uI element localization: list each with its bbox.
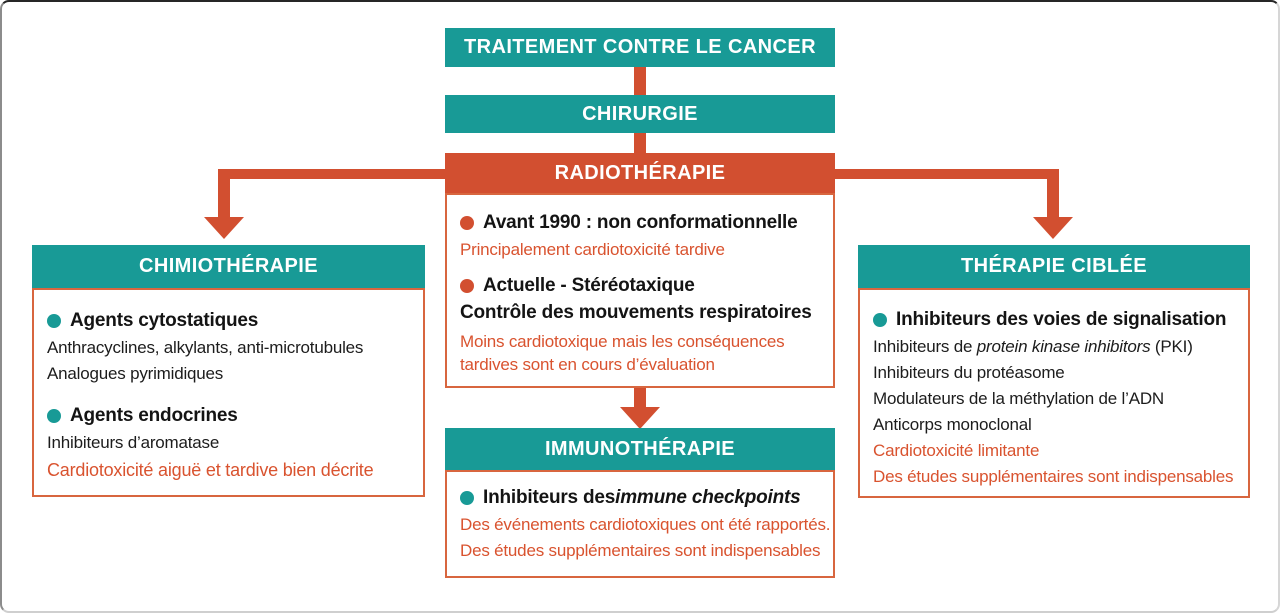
targeted-item: Inhibiteurs des voies de signalisation bbox=[873, 305, 1237, 334]
radiotherapy-item-2-subtitle: Contrôle des mouvements respiratoires bbox=[460, 302, 812, 323]
radiotherapy-item-2-note-line2: tardives sont en cours d’évaluation bbox=[460, 355, 715, 374]
targeted-therapy-header: THÉRAPIE CIBLÉE bbox=[858, 245, 1250, 288]
chemotherapy-note: Cardiotoxicité aiguë et tardive bien déc… bbox=[47, 460, 374, 480]
chemotherapy-item-1-line1: Anthracyclines, alkylants, anti-microtub… bbox=[47, 338, 364, 357]
chemotherapy-header: CHIMIOTHÉRAPIE bbox=[32, 245, 425, 288]
arrow-stem-right bbox=[1047, 169, 1059, 218]
targeted-line-3: Modulateurs de la méthylation de l’ADN bbox=[873, 389, 1164, 408]
immunotherapy-header: IMMUNOTHÉRAPIE bbox=[445, 428, 835, 470]
bullet-dot-icon bbox=[460, 490, 474, 505]
surgery-banner: CHIRURGIE bbox=[445, 95, 835, 133]
radiotherapy-item-2-title: Actuelle - Stéréotaxique bbox=[483, 275, 695, 296]
connector-top-surgery bbox=[634, 67, 646, 97]
targeted-note-1: Cardiotoxicité limitante bbox=[873, 441, 1040, 460]
bullet-dot-icon bbox=[460, 278, 474, 293]
radiotherapy-banner: RADIOTHÉRAPIE bbox=[445, 153, 835, 193]
immunotherapy-item-title-pre: Inhibiteurs des bbox=[483, 487, 616, 508]
targeted-line-1-post: (PKI) bbox=[1150, 337, 1193, 356]
chemotherapy-item-1-line2: Analogues pyrimidiques bbox=[47, 364, 224, 383]
bullet-dot-icon bbox=[47, 313, 61, 328]
arrow-line-right bbox=[835, 169, 1058, 179]
radiotherapy-item-1-title: Avant 1990 : non conformationnelle bbox=[483, 212, 798, 233]
chemotherapy-item-2: Agents endocrines bbox=[47, 401, 412, 430]
targeted-item-title: Inhibiteurs des voies de signalisation bbox=[896, 309, 1227, 330]
immunotherapy-note-2: Des études supplémentaires sont indispen… bbox=[460, 541, 821, 560]
radiotherapy-item-1-note: Principalement cardiotoxicité tardive bbox=[460, 240, 725, 259]
arrow-stem-left bbox=[218, 169, 230, 218]
targeted-line-1: Inhibiteurs de protein kinase inhibitors… bbox=[873, 334, 1237, 360]
targeted-therapy-panel: Inhibiteurs des voies de signalisation I… bbox=[858, 288, 1250, 498]
arrow-down-icon bbox=[204, 217, 244, 239]
immunotherapy-panel: Inhibiteurs des immune checkpoints Des é… bbox=[445, 470, 835, 578]
arrow-down-icon bbox=[1033, 217, 1073, 239]
bullet-dot-icon bbox=[873, 312, 887, 327]
arrow-line-left bbox=[223, 169, 445, 179]
targeted-note-2: Des études supplémentaires sont indispen… bbox=[873, 467, 1234, 486]
bullet-dot-icon bbox=[460, 215, 474, 230]
chemotherapy-item-2-line1: Inhibiteurs d’aromatase bbox=[47, 433, 220, 452]
targeted-line-1-italic: protein kinase inhibitors bbox=[976, 337, 1151, 356]
targeted-line-1-pre: Inhibiteurs de bbox=[873, 337, 977, 356]
chemotherapy-panel: Agents cytostatiques Anthracyclines, alk… bbox=[32, 288, 425, 497]
chemotherapy-item-1: Agents cytostatiques bbox=[47, 306, 412, 335]
chemotherapy-item-2-title: Agents endocrines bbox=[70, 405, 238, 426]
radiotherapy-item-1: Avant 1990 : non conformationnelle bbox=[460, 208, 822, 237]
arrow-down-icon bbox=[620, 407, 660, 429]
radiotherapy-panel: Avant 1990 : non conformationnelle Princ… bbox=[445, 193, 835, 388]
arrow-stem-immunotherapy bbox=[634, 388, 646, 410]
bullet-dot-icon bbox=[47, 408, 61, 423]
radiotherapy-item-2: Actuelle - Stéréotaxique bbox=[460, 271, 822, 300]
chemotherapy-item-1-title: Agents cytostatiques bbox=[70, 310, 259, 331]
targeted-line-2: Inhibiteurs du protéasome bbox=[873, 363, 1065, 382]
connector-surgery-radiotherapy bbox=[634, 133, 646, 153]
radiotherapy-item-2-note-line1: Moins cardiotoxique mais les conséquence… bbox=[460, 332, 785, 351]
cancer-treatment-banner: TRAITEMENT CONTRE LE CANCER bbox=[445, 28, 835, 67]
immunotherapy-item-title-italic: immune checkpoints bbox=[615, 487, 801, 508]
immunotherapy-item: Inhibiteurs des immune checkpoints bbox=[460, 483, 822, 512]
targeted-line-4: Anticorps monoclonal bbox=[873, 415, 1032, 434]
immunotherapy-note-1: Des événements cardiotoxiques ont été ra… bbox=[460, 515, 831, 534]
